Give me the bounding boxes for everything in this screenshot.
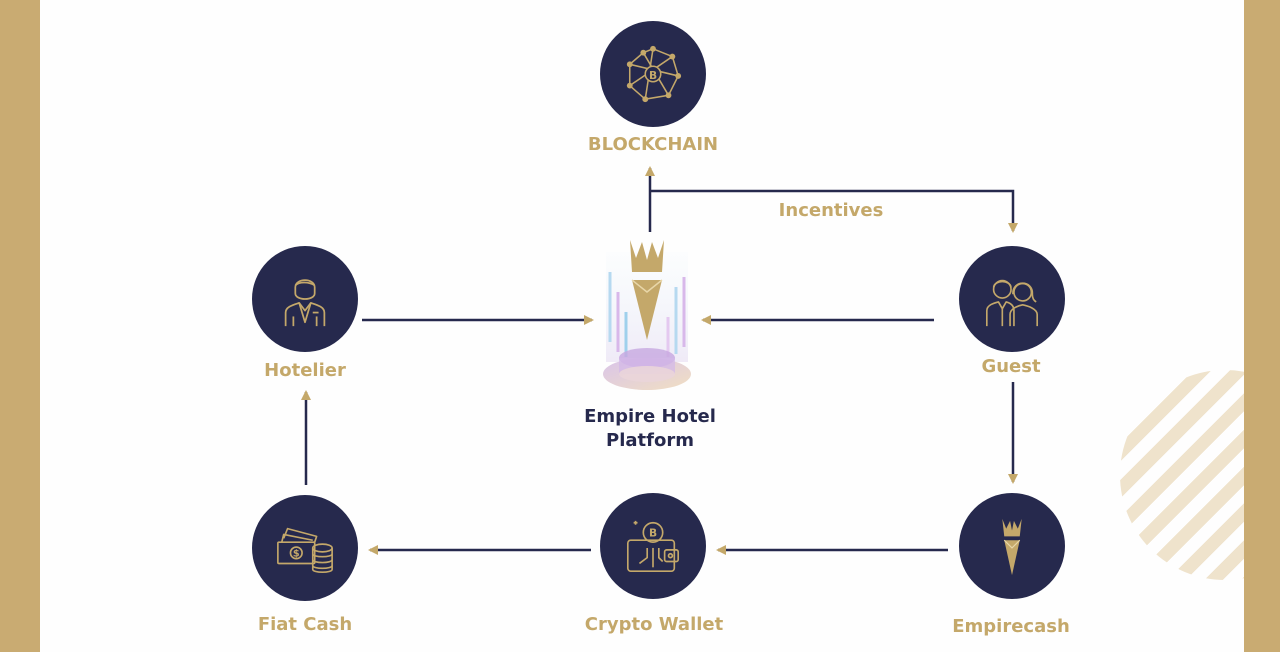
svg-text:B: B	[649, 526, 657, 539]
arrow-incentives-to-guest	[650, 189, 1018, 233]
guest-node	[959, 246, 1065, 352]
svg-text:$: $	[293, 549, 300, 560]
crypto-wallet-icon: B	[626, 520, 680, 573]
blockchain-network-icon: B	[626, 45, 682, 103]
empirecash-token-icon	[1002, 518, 1022, 576]
crypto-wallet-label: Crypto Wallet	[584, 614, 724, 635]
platform-label: Empire Hotel Platform	[584, 405, 716, 453]
hotelier-node	[252, 246, 358, 352]
guest-couple-icon	[985, 279, 1039, 327]
blockchain-label: BLOCKCHAIN	[587, 134, 719, 155]
incentives-label: Incentives	[778, 200, 884, 221]
blockchain-node: B	[600, 21, 706, 127]
guest-label: Guest	[981, 356, 1041, 377]
hotelier-person-icon	[284, 279, 326, 327]
fiat-cash-node: $	[252, 495, 358, 601]
svg-text:B: B	[649, 69, 657, 82]
empirecash-label: Empirecash	[952, 616, 1070, 637]
fiat-cash-icon: $	[277, 527, 333, 574]
platform-label-line2: Platform	[606, 430, 694, 451]
fiat-cash-label: Fiat Cash	[257, 614, 353, 635]
hotelier-label: Hotelier	[264, 360, 346, 381]
platform-label-line1: Empire Hotel	[584, 406, 716, 427]
crypto-wallet-node: B	[600, 493, 706, 599]
empire-hotel-platform-logo	[592, 232, 702, 394]
empirecash-node	[959, 493, 1065, 599]
